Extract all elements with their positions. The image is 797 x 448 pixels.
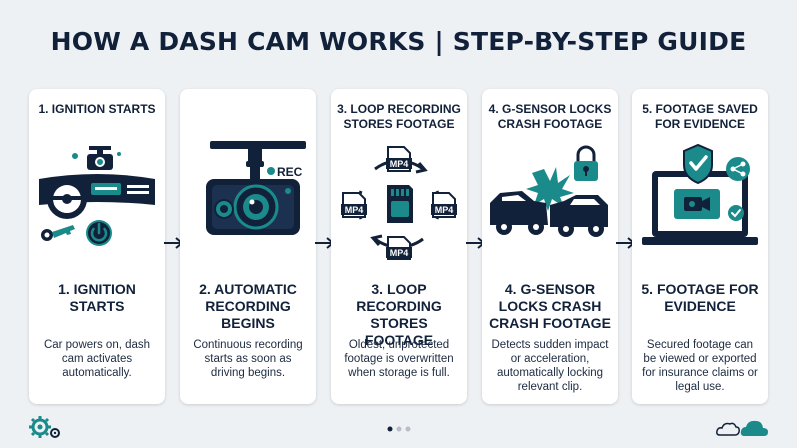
page-title: HOW A DASH CAM WORKS | STEP-BY-STEP GUID…	[50, 27, 747, 56]
step-description: Secured footage can be viewed or exporte…	[642, 339, 758, 393]
step-description: Oldest, unprotected footage is overwritt…	[344, 339, 454, 379]
step-card-evidence: 5. FOOTAGE SAVED FOR EVIDENCE 5. FOOTAGE…	[632, 89, 768, 404]
step-description: Car powers on, dash cam activates automa…	[43, 339, 151, 379]
mp4-label: MP4	[435, 205, 454, 215]
pagination-dots[interactable]	[386, 425, 416, 433]
dashboard-ignition-icon	[39, 146, 155, 246]
step-top-label: 4. G-SENSOR LOCKS CRASH FOOTAGE	[488, 102, 612, 131]
mp4-label: MP4	[390, 248, 409, 258]
step-heading: 1. IGNITION STARTS	[58, 281, 136, 314]
step-card-g-sensor: 4. G-SENSOR LOCKS CRASH FOOTAGE 4. G-SEN…	[482, 89, 618, 404]
step-description: Detects sudden impact or acceleration, a…	[491, 339, 609, 393]
step-top-label: 5. FOOTAGE SAVED FOR EVIDENCE	[642, 102, 758, 131]
step-card-recording: REC 2. AUTOMATIC RECORDING BEGINS Contin…	[180, 89, 316, 404]
mp4-label: MP4	[345, 205, 364, 215]
laptop-shield-icon	[642, 143, 758, 245]
step-description: Continuous recording starts as soon as d…	[193, 339, 303, 379]
rec-label: REC	[277, 165, 303, 179]
step-top-label: 3. LOOP RECORDING STORES FOOTAGE	[337, 102, 461, 131]
step-top-label: 1. IGNITION STARTS	[38, 102, 156, 116]
step-card-loop-recording: 3. LOOP RECORDING STORES FOOTAGE MP4 MP4…	[331, 89, 467, 404]
step-heading: 2. AUTOMATIC RECORDING BEGINS	[199, 281, 297, 331]
step-heading: 4. G-SENSOR LOCKS CRASH CRASH FOOTAGE	[489, 281, 611, 331]
step-heading: 5. FOOTAGE FOR EVIDENCE	[641, 281, 759, 314]
mp4-label: MP4	[390, 159, 409, 169]
car-crash-lock-icon	[490, 145, 608, 237]
loop-recording-icon: MP4 MP4 MP4 MP4	[341, 146, 457, 260]
dash-camera-icon: REC	[206, 141, 306, 235]
step-heading: 3. LOOP RECORDING STORES FOOTAGE	[356, 281, 442, 348]
cloud-icon	[716, 420, 768, 436]
gear-icon	[29, 416, 60, 438]
step-card-ignition: 1. IGNITION STARTS 1. IGNITION STARTS Ca…	[29, 89, 165, 404]
